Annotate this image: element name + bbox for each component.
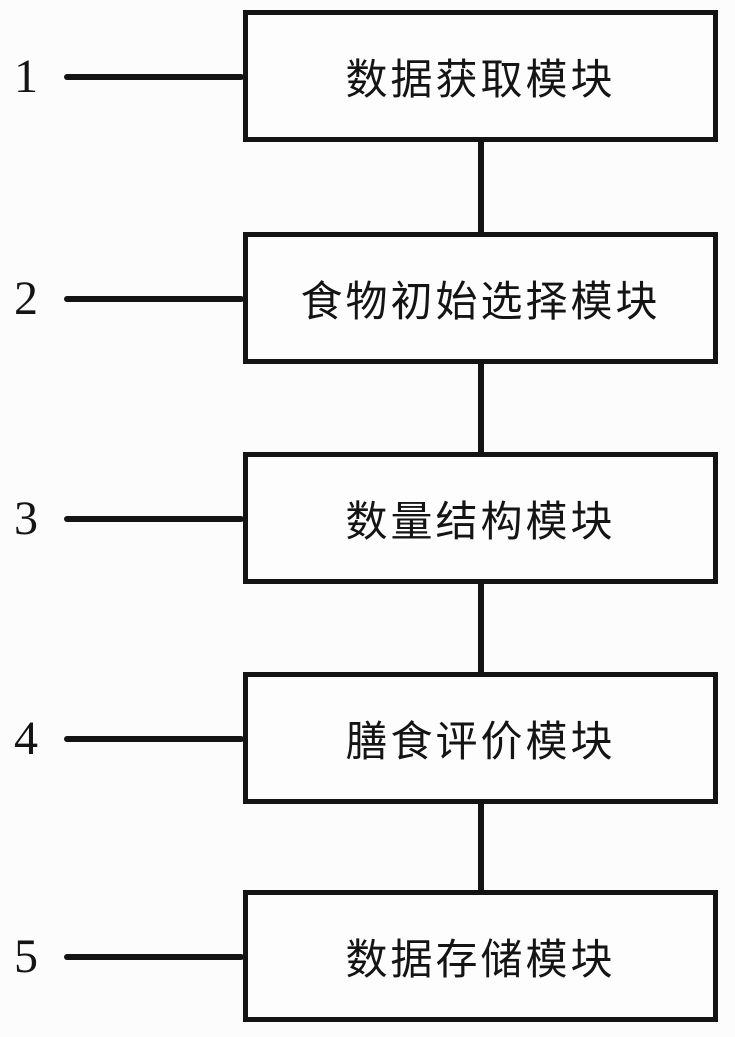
module-label: 数据存储模块 <box>345 937 616 984</box>
module-label: 膳食评价模块 <box>345 719 616 766</box>
module-label: 食物初始选择模块 <box>300 279 661 326</box>
leader-line-2 <box>64 296 244 302</box>
module-label: 数据获取模块 <box>345 57 616 104</box>
module-ref-1: 1 <box>14 49 38 103</box>
module-ref-3: 3 <box>14 491 38 545</box>
module-box-dietary-evaluation: 膳食评价模块 <box>243 672 718 804</box>
connector-line-2-3 <box>478 362 484 454</box>
module-box-food-initial-selection: 食物初始选择模块 <box>243 232 718 364</box>
leader-line-1 <box>64 74 244 80</box>
module-ref-2: 2 <box>14 271 38 325</box>
module-box-data-acquisition: 数据获取模块 <box>243 10 718 142</box>
leader-line-3 <box>64 516 244 522</box>
connector-line-4-5 <box>478 802 484 892</box>
module-box-quantity-structure: 数量结构模块 <box>243 452 718 584</box>
connector-line-3-4 <box>478 582 484 674</box>
module-box-data-storage: 数据存储模块 <box>243 890 718 1022</box>
leader-line-4 <box>64 736 244 742</box>
module-ref-5: 5 <box>14 929 38 983</box>
module-label: 数量结构模块 <box>345 499 616 546</box>
leader-line-5 <box>64 954 244 960</box>
module-ref-4: 4 <box>14 711 38 765</box>
connector-line-1-2 <box>478 140 484 234</box>
